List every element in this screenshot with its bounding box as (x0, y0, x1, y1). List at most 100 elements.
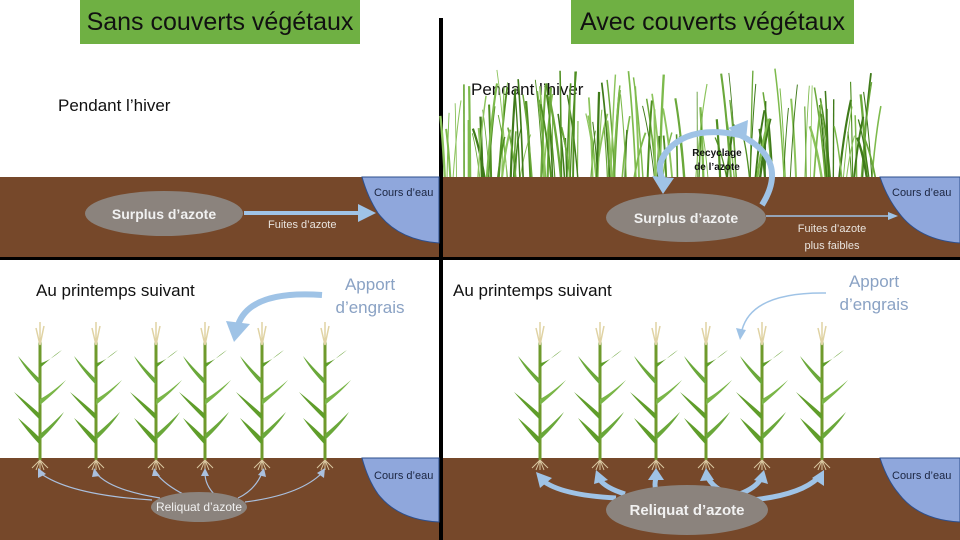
grass-blade (860, 81, 873, 179)
corn-plant (680, 322, 732, 471)
title-right: Avec couverts végétaux (571, 0, 854, 44)
grass-blade (662, 108, 674, 179)
grass-blade (547, 96, 563, 179)
grass-blade (603, 127, 608, 179)
grass-blade (804, 85, 810, 179)
grass-blade (477, 95, 487, 179)
grass-blade (632, 77, 644, 179)
grass-blade (439, 115, 446, 179)
corn-plant (574, 322, 626, 471)
grass-blade (624, 129, 628, 179)
nitrogen-surplus-left: Surplus d’azote (85, 191, 243, 236)
grass-blade (534, 79, 544, 179)
nitrogen-residual-left: Reliquat d’azote (151, 492, 247, 522)
grass-blade (564, 137, 568, 179)
grass-blade (454, 103, 457, 179)
corn-plant (736, 322, 788, 471)
fertilizer-label-left: Apport d’engrais (335, 275, 405, 317)
grass-blade (758, 118, 772, 179)
grass-blade (445, 128, 452, 179)
grass-blade (754, 110, 766, 179)
season-spring-right: Au printemps suivant (453, 281, 612, 300)
grass-blade (810, 85, 813, 179)
grass-blade (824, 90, 830, 179)
grass-blade (847, 131, 852, 179)
grass-blade (857, 119, 870, 179)
grass-blade (863, 91, 873, 179)
corn-plant (236, 322, 288, 471)
grass-blade (606, 79, 616, 179)
grass-blade (540, 83, 547, 179)
grass-blade (675, 134, 679, 179)
grass-blade (779, 88, 786, 179)
grass-blade (845, 135, 856, 179)
nitrogen-residual-right: Reliquat d’azote (606, 485, 768, 535)
grass-blade (590, 130, 596, 179)
grass-blade (849, 81, 854, 179)
corn-plant (14, 322, 66, 471)
grass-blade (542, 93, 554, 179)
grass-blade (485, 83, 499, 179)
grass-blade (522, 94, 533, 179)
grass-blade (720, 73, 732, 179)
corn-plant (299, 322, 351, 471)
grass-blade (545, 94, 556, 179)
corn-plant (630, 322, 682, 471)
grass-blade (813, 102, 823, 179)
water-label-spring-left: Cours d’eau (374, 470, 434, 482)
grass-blade (452, 100, 462, 179)
grass-blade (479, 116, 484, 179)
grass-blade (790, 98, 798, 179)
grass-blade (856, 137, 869, 179)
grass-blade (714, 137, 728, 179)
season-winter-left: Pendant l’hiver (58, 96, 171, 115)
grass-blade (507, 127, 517, 179)
grass-blade (646, 100, 653, 179)
leak-label-left: Fuites d’azote (268, 219, 337, 231)
grass-blade (539, 104, 553, 179)
grass-blade (871, 105, 882, 179)
grass-blade (749, 83, 757, 179)
grass-blade (653, 109, 657, 179)
leak-label-right: Fuites d’azote plus faibles (797, 223, 867, 252)
grass-blade (633, 132, 647, 179)
grass-blade (496, 136, 506, 179)
grass-blade (600, 82, 611, 179)
vertical-divider (439, 18, 443, 540)
water-label-winter-left: Cours d’eau (374, 187, 434, 199)
corn-plant (70, 322, 122, 471)
grass-blade (568, 94, 571, 179)
grass-blade (512, 128, 522, 179)
grass-blade (842, 106, 853, 179)
grass-blade (471, 133, 481, 179)
grass-blade (514, 90, 521, 179)
title-left: Sans couverts végétaux (80, 0, 360, 44)
grass-blade (838, 99, 852, 179)
grass-blade (517, 79, 524, 179)
grass-blade (863, 136, 877, 179)
grass-blade (627, 71, 637, 179)
grass-blade (566, 83, 572, 179)
grass-blade (699, 107, 705, 179)
grass-blade (597, 109, 603, 179)
grass-blade (569, 71, 577, 179)
grass-blade (559, 70, 563, 179)
grass-blade (789, 84, 798, 179)
grass-blade (756, 118, 771, 179)
nitrogen-surplus-right: Surplus d’azote (606, 193, 766, 242)
grass-blade (695, 83, 708, 179)
grass-blade (587, 115, 598, 179)
